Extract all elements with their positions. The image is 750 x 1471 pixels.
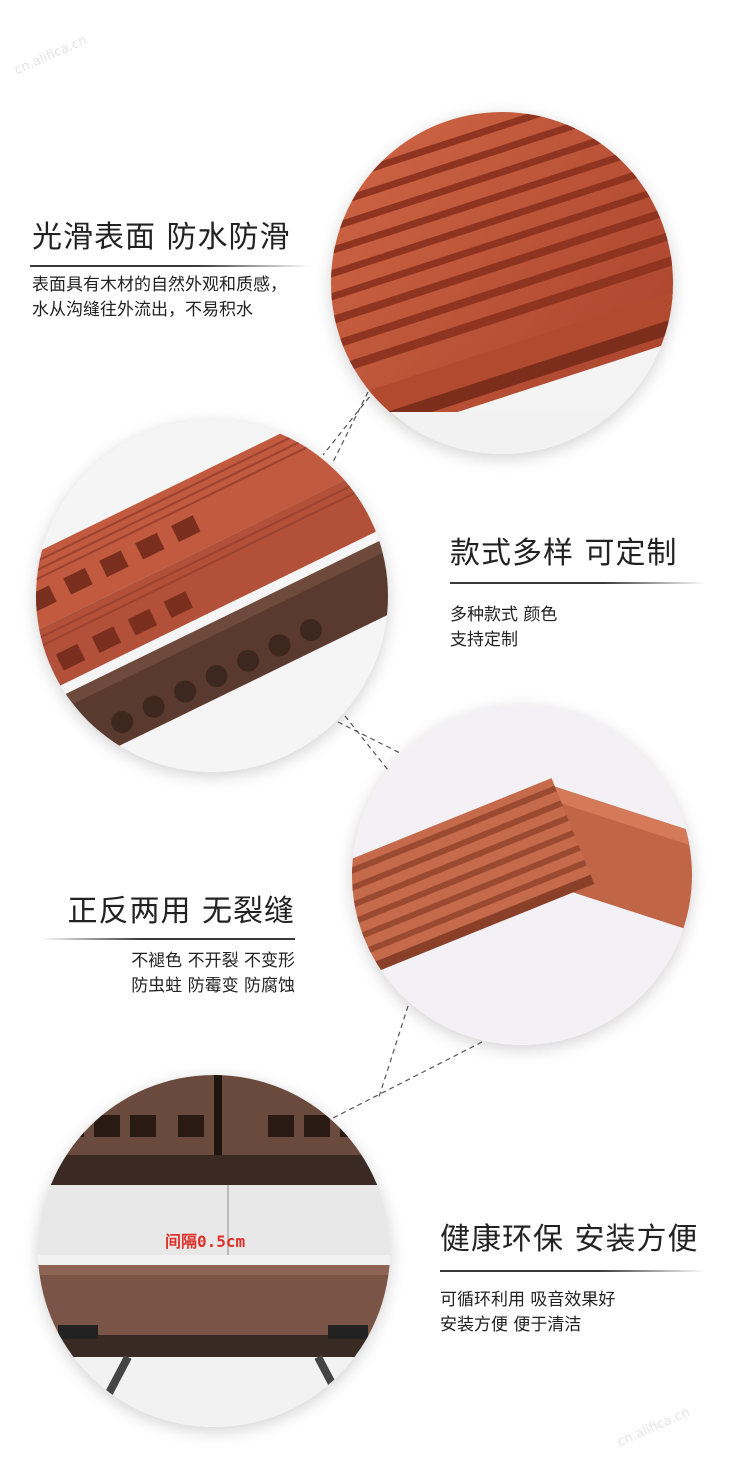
surface-closeup-image bbox=[331, 112, 673, 454]
section-2-line-2: 支持定制 bbox=[450, 630, 518, 650]
section-4-line-2: 安装方便 便于清洁 bbox=[440, 1315, 582, 1335]
section-2-rule bbox=[450, 582, 705, 584]
installation-gap-image bbox=[38, 1075, 390, 1427]
section-3-rule bbox=[40, 938, 295, 940]
section-4-rule bbox=[440, 1270, 705, 1272]
reversible-board-image bbox=[352, 705, 692, 1045]
gap-label: 间隔0.5cm bbox=[165, 1232, 246, 1251]
board-styles-image bbox=[36, 420, 388, 772]
section-1-description: 表面具有木材的自然外观和质感， 水从沟缝往外流出，不易积水 bbox=[32, 273, 287, 323]
connector-1b bbox=[322, 389, 376, 456]
connector-2a bbox=[344, 715, 389, 771]
section-1-title: 光滑表面 防水防滑 bbox=[32, 220, 291, 255]
connector-2b bbox=[337, 721, 403, 755]
section-4-title: 健康环保 安装方便 bbox=[440, 1222, 699, 1257]
connector-1a bbox=[332, 391, 369, 463]
connector-3b bbox=[332, 1041, 483, 1119]
section-3-line-2: 防虫蛀 防霉变 防腐蚀 bbox=[131, 976, 295, 996]
section-3-line-1: 不褪色 不开裂 不变形 bbox=[131, 951, 295, 971]
section-2-description: 多种款式 颜色 支持定制 bbox=[450, 603, 557, 653]
section-1-line-2: 水从沟缝往外流出，不易积水 bbox=[32, 300, 253, 320]
section-1-line-1: 表面具有木材的自然外观和质感， bbox=[32, 275, 287, 295]
connector-3a bbox=[377, 1005, 409, 1101]
section-4-description: 可循环利用 吸音效果好 安装方便 便于清洁 bbox=[440, 1288, 615, 1338]
section-4-line-1: 可循环利用 吸音效果好 bbox=[440, 1290, 616, 1310]
section-3-description: 不褪色 不开裂 不变形 防虫蛀 防霉变 防腐蚀 bbox=[40, 949, 295, 999]
section-1-rule bbox=[30, 265, 310, 267]
section-3-title: 正反两用 无裂缝 bbox=[67, 894, 295, 929]
section-2-line-1: 多种款式 颜色 bbox=[450, 605, 558, 625]
section-2-title: 款式多样 可定制 bbox=[450, 536, 678, 571]
